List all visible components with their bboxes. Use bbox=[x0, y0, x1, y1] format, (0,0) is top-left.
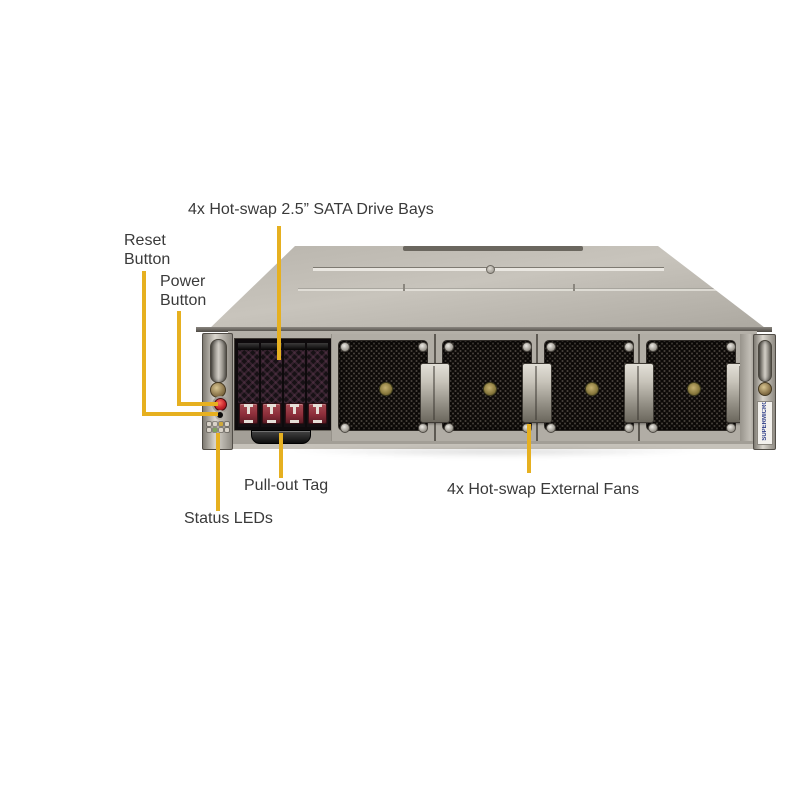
callout-line-fans bbox=[527, 424, 531, 473]
screw-icon bbox=[726, 342, 736, 352]
top-cover-seam bbox=[298, 288, 748, 291]
status-led bbox=[207, 422, 211, 426]
screw-icon bbox=[648, 423, 658, 433]
tray-release-latch bbox=[308, 403, 327, 424]
status-led bbox=[219, 422, 223, 426]
screw-icon bbox=[546, 423, 556, 433]
latch-slot bbox=[290, 404, 299, 423]
callout-line-drive-bays bbox=[277, 226, 281, 360]
fan-module bbox=[536, 334, 640, 441]
latch-slot bbox=[313, 404, 322, 423]
top-handle-recess bbox=[403, 246, 583, 251]
status-led bbox=[225, 422, 229, 426]
drive-tray bbox=[238, 343, 259, 427]
chassis-top-cover bbox=[207, 246, 769, 331]
screw-icon bbox=[340, 342, 350, 352]
fan-module bbox=[638, 334, 742, 441]
drive-tray bbox=[307, 343, 328, 427]
callout-line-power-horizontal bbox=[177, 402, 218, 406]
status-led-panel bbox=[207, 422, 229, 432]
thumbscrew-icon bbox=[758, 382, 772, 396]
screw-icon bbox=[546, 342, 556, 352]
tray-front bbox=[307, 350, 328, 403]
drive-tray bbox=[261, 343, 282, 427]
label-status-leds: Status LEDs bbox=[184, 510, 273, 527]
left-rack-ear bbox=[202, 333, 233, 450]
fan-handle bbox=[624, 363, 654, 423]
screw-icon bbox=[522, 342, 532, 352]
seam-notch bbox=[573, 284, 575, 291]
screw-icon bbox=[624, 342, 634, 352]
label-power-button: Power Button bbox=[160, 273, 207, 309]
fan-hub-screw bbox=[379, 382, 393, 396]
drive-bay-cage bbox=[234, 338, 333, 432]
thumbscrew-icon bbox=[210, 382, 226, 398]
fan-hub-screw bbox=[687, 382, 701, 396]
screw-icon bbox=[486, 265, 495, 274]
drive-tray bbox=[284, 343, 305, 427]
ear-handle bbox=[210, 339, 227, 383]
tray-latch-bar bbox=[307, 343, 328, 350]
tray-front bbox=[284, 350, 305, 403]
right-rack-ear: SUPERMICRO bbox=[753, 334, 776, 450]
status-led bbox=[219, 428, 223, 432]
screw-icon bbox=[418, 342, 428, 352]
brand-logo-text: SUPERMICRO bbox=[762, 401, 768, 441]
screw-icon bbox=[340, 423, 350, 433]
chassis-shadow bbox=[215, 449, 780, 461]
screw-icon bbox=[444, 423, 454, 433]
screw-icon bbox=[444, 342, 454, 352]
fan-hub-screw bbox=[585, 382, 599, 396]
callout-line-reset-vertical bbox=[142, 271, 146, 416]
tray-front bbox=[261, 350, 282, 403]
fan-hub-screw bbox=[483, 382, 497, 396]
status-led bbox=[225, 428, 229, 432]
screw-icon bbox=[624, 423, 634, 433]
tray-release-latch bbox=[239, 403, 258, 424]
callout-line-reset-horizontal bbox=[142, 412, 218, 416]
screw-icon bbox=[418, 423, 428, 433]
latch-slot bbox=[244, 404, 253, 423]
tray-latch-bar bbox=[238, 343, 259, 350]
chassis-front-face bbox=[228, 331, 757, 447]
tray-release-latch bbox=[262, 403, 281, 424]
status-led bbox=[207, 428, 211, 432]
callout-line-pull-out-tag bbox=[279, 433, 283, 478]
tray-latch-bar bbox=[284, 343, 305, 350]
label-reset-button: Reset Button bbox=[124, 232, 171, 268]
status-led bbox=[213, 422, 217, 426]
screw-icon bbox=[648, 342, 658, 352]
tray-front bbox=[238, 350, 259, 403]
seam-notch bbox=[403, 284, 405, 291]
tray-latch-bar bbox=[261, 343, 282, 350]
fan-handle bbox=[522, 363, 552, 423]
reset-button-icon bbox=[217, 412, 223, 418]
fan-handle bbox=[420, 363, 450, 423]
callout-line-status-leds bbox=[216, 433, 220, 511]
chassis-bottom-lip bbox=[228, 444, 757, 449]
callout-line-power-vertical bbox=[177, 311, 181, 406]
chassis-front-top-edge bbox=[196, 327, 772, 332]
label-drive-bays: 4x Hot-swap 2.5” SATA Drive Bays bbox=[188, 201, 434, 218]
screw-icon bbox=[726, 423, 736, 433]
ear-handle bbox=[758, 340, 772, 382]
fan-module bbox=[434, 334, 538, 441]
label-external-fans: 4x Hot-swap External Fans bbox=[447, 481, 640, 498]
label-pull-out-tag: Pull-out Tag bbox=[244, 477, 329, 494]
fan-wall-right-bracket bbox=[740, 334, 757, 441]
fan-wall bbox=[332, 334, 756, 441]
tray-release-latch bbox=[285, 403, 304, 424]
fan-module bbox=[332, 334, 434, 441]
brand-logo-plate: SUPERMICRO bbox=[757, 401, 773, 445]
status-led bbox=[213, 428, 217, 432]
latch-slot bbox=[267, 404, 276, 423]
